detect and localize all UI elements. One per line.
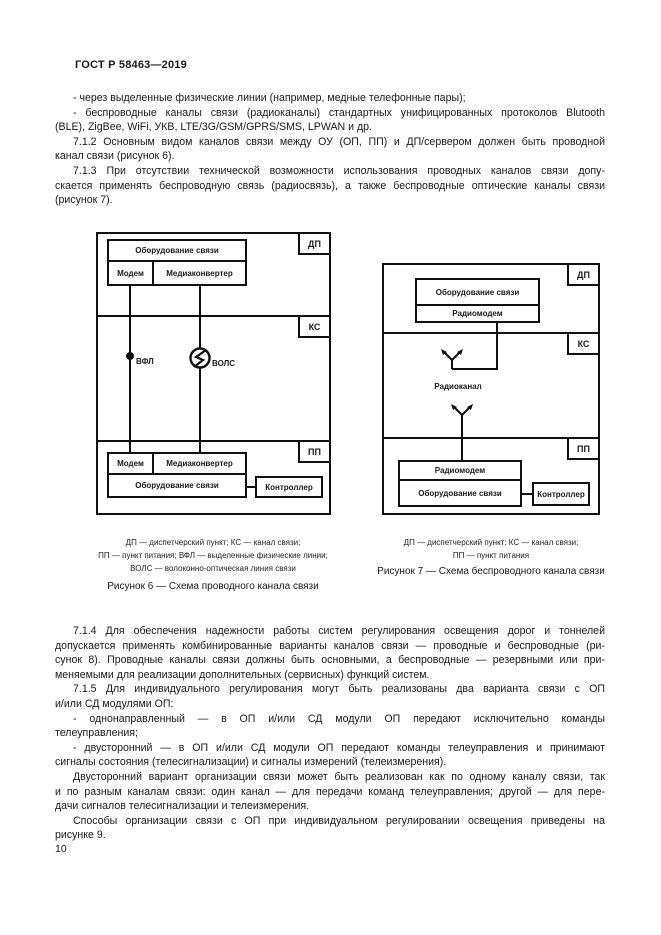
paragraphs-top: - через выделенные физические линии (нап… [55, 91, 605, 208]
figure6-tag-ks: КС [298, 315, 331, 338]
figure6-divider-dp-ks [96, 315, 331, 317]
text-line: допускается применять комбинированные ва… [55, 639, 605, 652]
fig6-pp-equipment-box: Оборудование связи [107, 473, 247, 498]
figure6-tag-pp: ПП [298, 440, 331, 463]
figure6-tag-dp: ДП [298, 232, 331, 255]
fig7-pp-equipment-box: Оборудование связи [398, 479, 522, 507]
text-line: - двусторонний — в ОП и/или СД модули ОП… [73, 741, 605, 754]
page-header: ГОСТ Р 58463—2019 [75, 59, 187, 71]
figure7-tag-ks: КС [567, 332, 600, 355]
text-line: 7.1.4 Для обеспечения надежности работы … [73, 625, 605, 637]
radio-channel-label: Радиоканал [434, 382, 482, 391]
fig7-controller-box: Контроллер [532, 482, 590, 506]
text-line: - через выделенные физические линии (нап… [73, 92, 466, 104]
text-line: и/или СД модулями ОП: [55, 697, 174, 710]
figure6-divider-ks-pp [96, 440, 331, 442]
fig6-controller-box: Контроллер [255, 476, 323, 498]
fig6-dp-modem-box: Модем [107, 260, 154, 286]
text-line: дачи сигналов телесигнализации и телеизм… [55, 800, 310, 813]
fig7-dp-equipment-label: Оборудование связи [435, 287, 520, 297]
text-line: - беспроводные каналы связи (радиоканалы… [73, 106, 605, 119]
text-line: (BLE), ZigBee, WiFi, УКВ, LTE/3G/GSM/GPR… [55, 121, 372, 134]
text-line: сунок 8). Проводные каналы связи должны … [55, 654, 605, 667]
fig6-pp-mediaconverter-box: Медиаконвертер [152, 452, 247, 475]
figure7-tag-pp: ПП [567, 437, 600, 460]
figure6-legend: ДП — диспетчерский пункт; КС — канал свя… [83, 536, 343, 575]
figure7-frame [382, 263, 600, 515]
legend-line: ДП — диспетчерский пункт; КС — канал свя… [125, 538, 301, 547]
text-line: рисунке 9. [55, 829, 106, 842]
page-number: 10 [55, 843, 67, 855]
text-line: 7.1.5 Для индивидуального регулирования … [73, 683, 605, 696]
legend-line: ПП — пункт питания [452, 551, 530, 560]
text-line: и по разным каналам связи: один канал — … [55, 785, 605, 798]
figure7-tag-dp: ДП [567, 263, 600, 286]
text-line: (рисунок 7). [55, 194, 113, 207]
vfl-node-dot [126, 352, 134, 360]
text-line: - однонаправленный — в ОП и/или СД модул… [73, 712, 605, 725]
figure7-connectors [441, 321, 534, 495]
antenna-icon-bottom [451, 404, 473, 460]
figure6-connectors [126, 286, 257, 488]
figure7-wireless-channel-diagram: ДП КС ПП Оборудование свя [382, 263, 600, 515]
figure6-caption: Рисунок 6 — Схема проводного канала связ… [107, 581, 319, 592]
paragraphs-bottom: 7.1.4 Для обеспечения надежности работы … [55, 624, 605, 843]
fig7-pp-radiomodem-box: Радиомодем [398, 460, 522, 481]
text-line: телеуправления; [55, 727, 138, 740]
figure7-legend: ДП — диспетчерский пункт; КС — канал свя… [375, 536, 607, 562]
text-line: меняемыми для реализации дополнительных … [55, 668, 430, 681]
antenna-icon-top [441, 349, 463, 369]
legend-line: ВОЛС — волоконно-оптическая линия связи [130, 564, 296, 573]
figure7-divider-ks-pp [382, 437, 600, 439]
fig7-dp-radiomodem-box: Радиомодем [415, 304, 540, 323]
text-line: Способы организации связи с ОП при индив… [73, 814, 605, 827]
fig7-pp-equipment-label: Оборудование связи [418, 488, 502, 498]
fig6-pp-modem-box: Модем [107, 452, 154, 475]
text-line: 7.1.2 Основным видом каналов связи между… [73, 135, 605, 148]
text-line: скается применять беспроводную связь (ра… [55, 179, 605, 192]
text-line: Двусторонний вариант организации связи м… [73, 770, 605, 783]
text-line: 7.1.3 При отсутствии технической возможн… [73, 164, 605, 177]
vols-label: ВОЛС [212, 359, 235, 368]
legend-line: ПП — пункт питания; ВФЛ — выделенные физ… [98, 551, 328, 560]
fig7-dp-equipment-box: Оборудование связи [415, 278, 540, 306]
legend-line: ДП — диспетчерский пункт; КС — канал свя… [403, 538, 579, 547]
figure7-caption: Рисунок 7 — Схема беспроводного канала с… [377, 566, 605, 577]
text-line: сигналы состояния (телесигнализации) и с… [55, 756, 447, 769]
figure6-frame [96, 232, 331, 515]
vfl-label: ВФЛ [136, 357, 154, 366]
figure6-wired-channel-diagram: ДП КС ПП Оборудование связи Модем Медиак… [96, 232, 331, 515]
fig6-dp-mediaconverter-box: Медиаконвертер [152, 260, 247, 286]
vols-fiber-icon [189, 347, 211, 369]
figure7-divider-dp-ks [382, 332, 600, 334]
text-line: канал связи (рисунок 6). [55, 150, 175, 163]
fig6-dp-equipment-box: Оборудование связи [107, 239, 247, 262]
